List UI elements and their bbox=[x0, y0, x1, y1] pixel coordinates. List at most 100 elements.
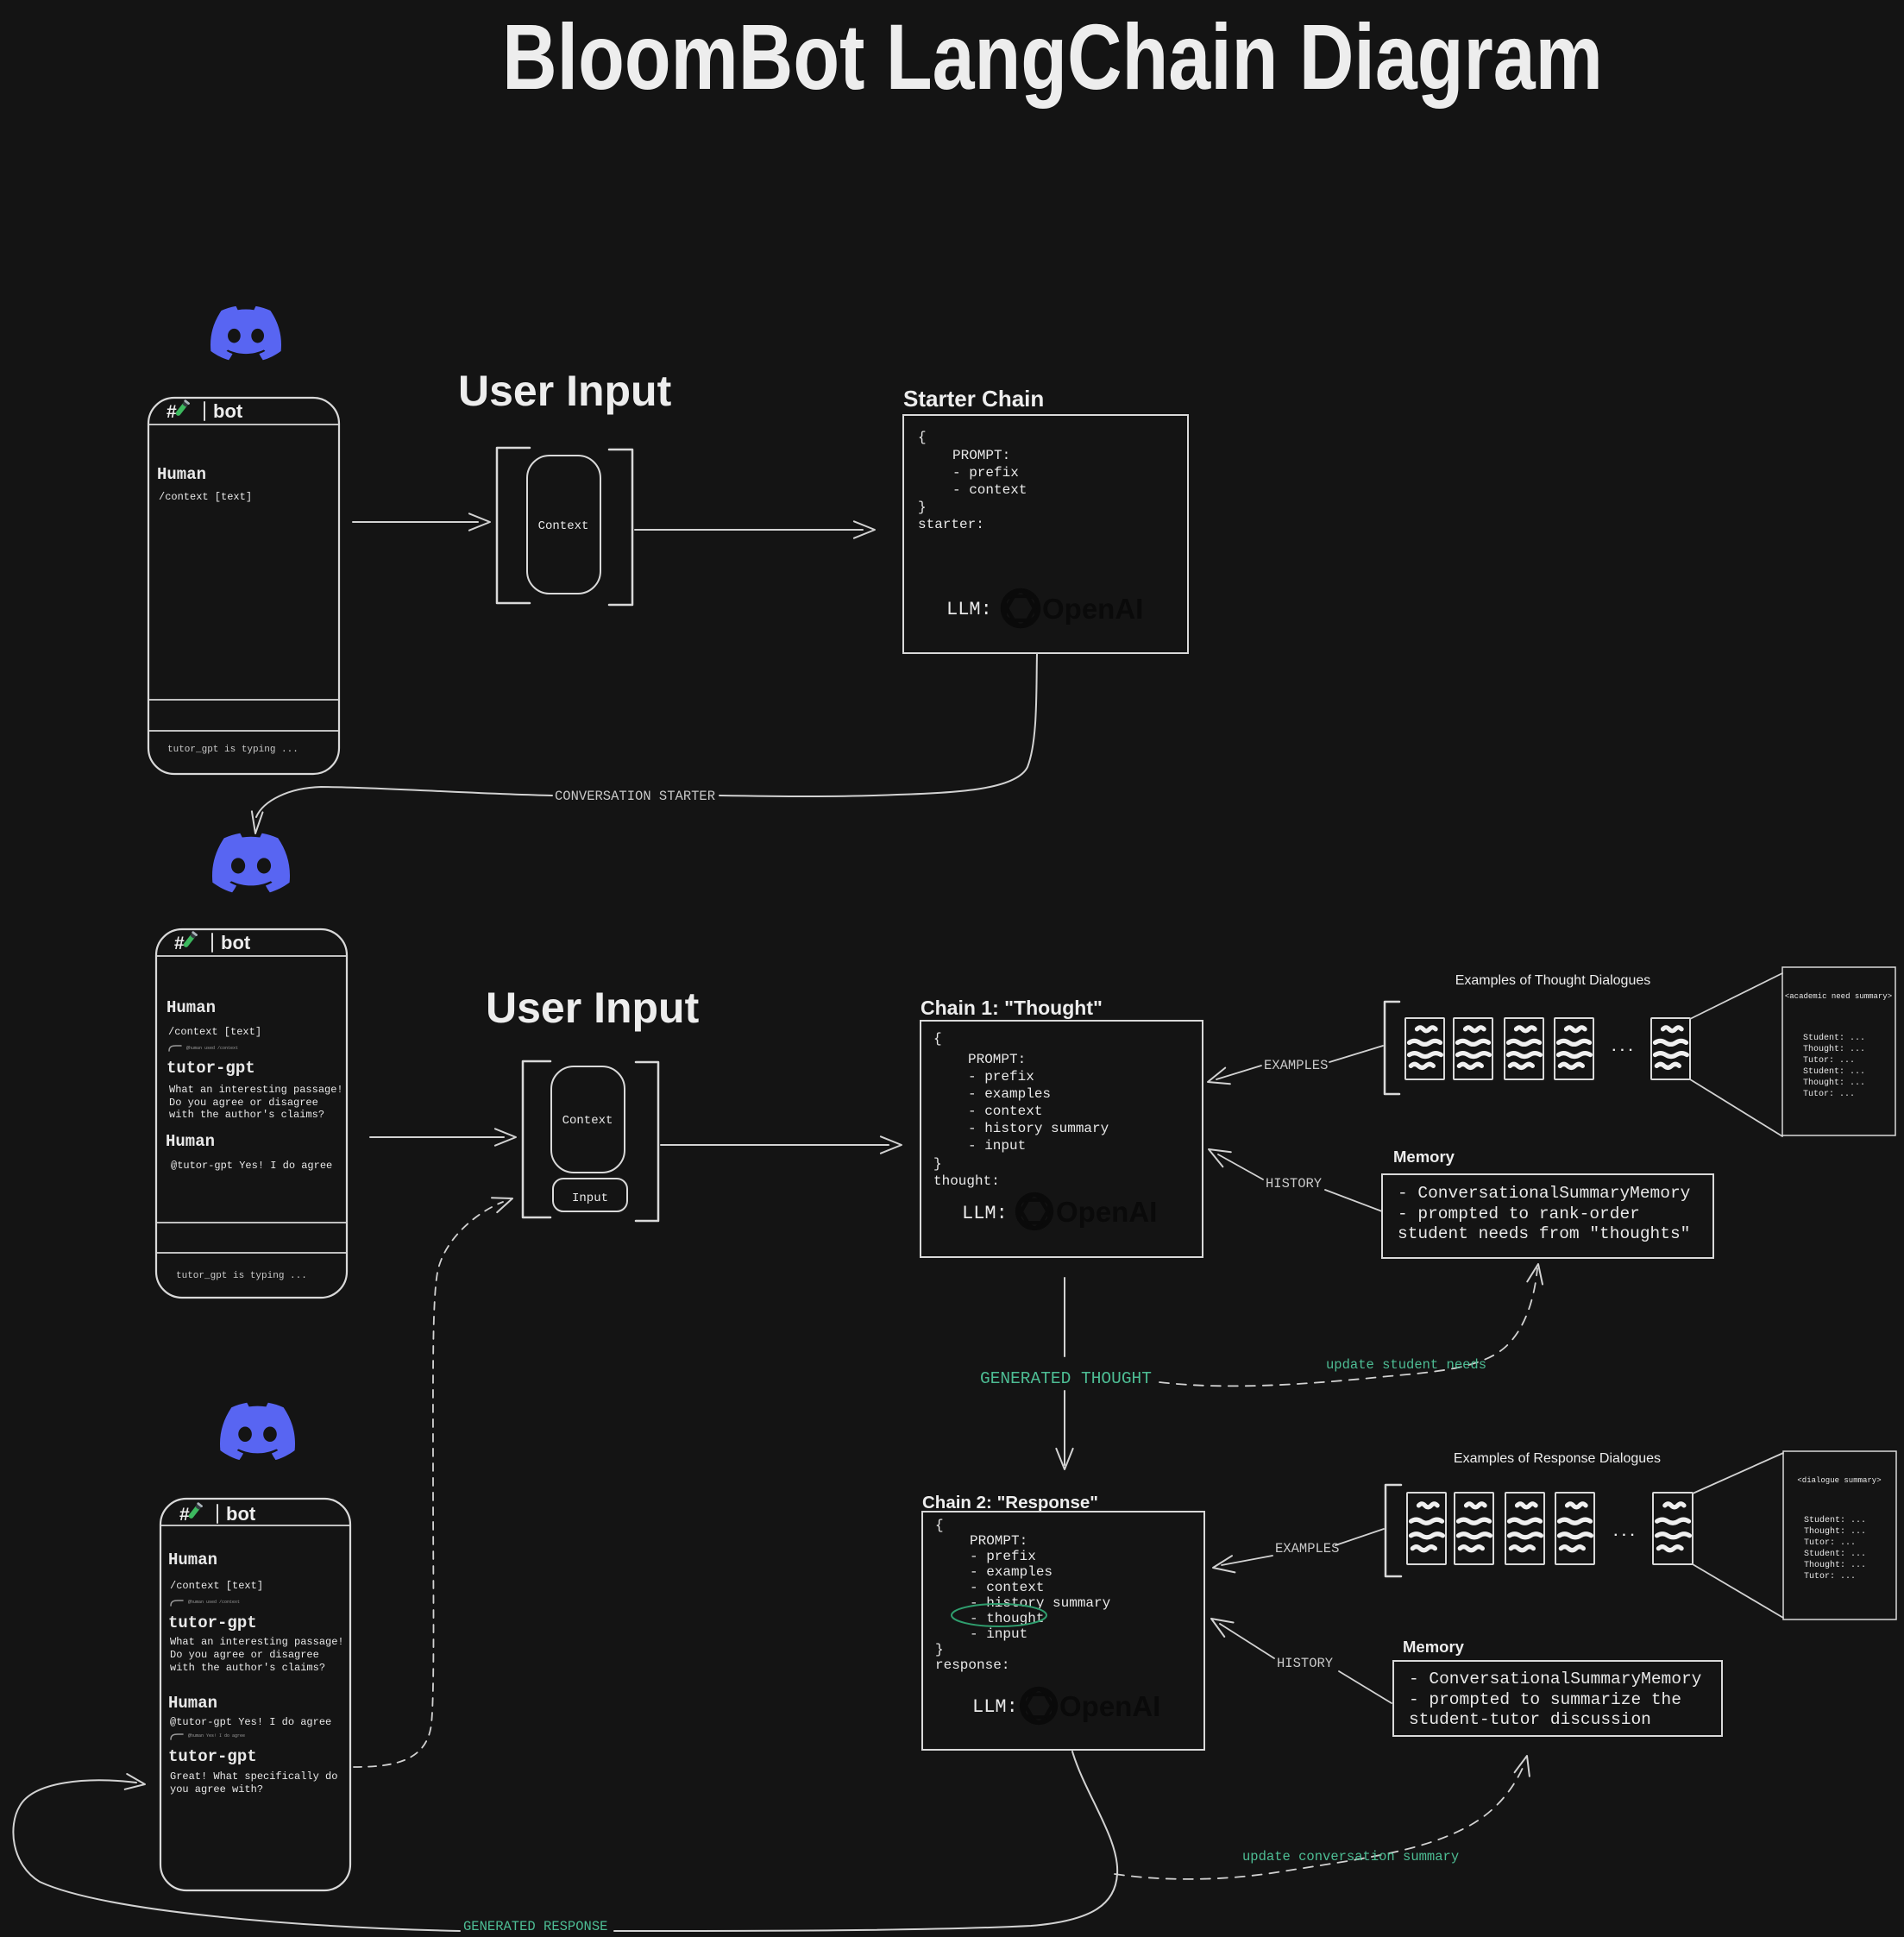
svg-text:Tutor: ...: Tutor: ... bbox=[1803, 1056, 1855, 1066]
svg-text:Chain 1: "Thought": Chain 1: "Thought" bbox=[921, 997, 1103, 1019]
svg-text:Examples of Response Dialogues: Examples of Response Dialogues bbox=[1454, 1451, 1661, 1466]
svg-text:Human: Human bbox=[168, 1694, 217, 1713]
svg-text:- prefix: - prefix bbox=[970, 1549, 1036, 1564]
svg-text:User Input: User Input bbox=[486, 984, 700, 1032]
svg-text:student needs from "thoughts": student needs from "thoughts" bbox=[1398, 1224, 1690, 1243]
svg-text:- thought: - thought bbox=[970, 1611, 1044, 1626]
svg-text:Context: Context bbox=[538, 519, 589, 533]
svg-text:GENERATED RESPONSE: GENERATED RESPONSE bbox=[463, 1919, 607, 1934]
svg-text:/context [text]: /context [text] bbox=[170, 1580, 263, 1592]
svg-text:GENERATED THOUGHT: GENERATED THOUGHT bbox=[980, 1369, 1152, 1388]
svg-text:tutor_gpt is typing ...: tutor_gpt is typing ... bbox=[176, 1271, 307, 1281]
svg-text:- examples: - examples bbox=[970, 1564, 1053, 1580]
svg-text:OpenAI: OpenAI bbox=[1056, 1196, 1157, 1228]
svg-text:}: } bbox=[918, 500, 927, 515]
svg-text:you agree with?: you agree with? bbox=[170, 1783, 263, 1795]
svg-text:#: # bbox=[179, 1505, 190, 1525]
svg-text:- prompted to rank-order: - prompted to rank-order bbox=[1398, 1204, 1640, 1223]
svg-text:bot: bot bbox=[221, 932, 251, 953]
svg-text:Student: ...: Student: ... bbox=[1803, 1066, 1865, 1077]
svg-text:Student: ...: Student: ... bbox=[1804, 1515, 1866, 1525]
svg-text:CONVERSATION STARTER: CONVERSATION STARTER bbox=[555, 789, 715, 804]
svg-text:OpenAI: OpenAI bbox=[1059, 1690, 1160, 1722]
svg-text:Thought: ...: Thought: ... bbox=[1803, 1078, 1865, 1088]
svg-text:- ConversationalSummaryMemory: - ConversationalSummaryMemory bbox=[1398, 1184, 1691, 1203]
svg-text:BloomBot LangChain Diagram: BloomBot LangChain Diagram bbox=[502, 5, 1603, 109]
svg-text:@human used /context: @human used /context bbox=[188, 1600, 240, 1605]
svg-text:EXAMPLES: EXAMPLES bbox=[1264, 1058, 1328, 1073]
svg-text:tutor-gpt: tutor-gpt bbox=[167, 1059, 255, 1078]
svg-text:- history summary: - history summary bbox=[968, 1121, 1109, 1136]
svg-text:{: { bbox=[918, 430, 927, 445]
svg-text:- ConversationalSummaryMemory: - ConversationalSummaryMemory bbox=[1409, 1670, 1702, 1689]
svg-text:LLM:: LLM: bbox=[962, 1203, 1008, 1224]
svg-text:bot: bot bbox=[226, 1503, 256, 1525]
svg-text:Do you agree or disagree: Do you agree or disagree bbox=[169, 1097, 318, 1109]
svg-text:- context: - context bbox=[968, 1104, 1042, 1119]
svg-text:tutor-gpt: tutor-gpt bbox=[168, 1613, 257, 1632]
svg-text:Student: ...: Student: ... bbox=[1804, 1549, 1866, 1559]
svg-text:tutor-gpt: tutor-gpt bbox=[168, 1747, 257, 1766]
svg-text:Do you agree or disagree: Do you agree or disagree bbox=[170, 1649, 319, 1661]
svg-text:Human: Human bbox=[168, 1550, 217, 1569]
svg-text:<dialogue summary>: <dialogue summary> bbox=[1797, 1476, 1881, 1485]
svg-text:starter:: starter: bbox=[918, 517, 984, 532]
svg-text:- examples: - examples bbox=[968, 1086, 1051, 1102]
svg-text:Human: Human bbox=[166, 1132, 215, 1151]
svg-text:Tutor: ...: Tutor: ... bbox=[1804, 1538, 1856, 1548]
svg-text:Tutor: ...: Tutor: ... bbox=[1804, 1572, 1856, 1582]
svg-text:@human used /context: @human used /context bbox=[186, 1046, 238, 1051]
svg-text:What an interesting passage!: What an interesting passage! bbox=[169, 1084, 343, 1096]
svg-text:Great! What specifically do: Great! What specifically do bbox=[170, 1770, 337, 1783]
svg-text:Input: Input bbox=[572, 1192, 608, 1205]
svg-text:with the author's claims?: with the author's claims? bbox=[170, 1662, 325, 1674]
svg-text:HISTORY: HISTORY bbox=[1266, 1176, 1323, 1192]
svg-text:#: # bbox=[174, 934, 185, 953]
svg-text:- context: - context bbox=[952, 482, 1027, 498]
svg-text:Memory: Memory bbox=[1403, 1638, 1465, 1656]
svg-text:}: } bbox=[935, 1642, 944, 1657]
svg-text:HISTORY: HISTORY bbox=[1277, 1656, 1334, 1671]
svg-text:Examples of Thought Dialogues: Examples of Thought Dialogues bbox=[1455, 973, 1651, 988]
svg-text:{: { bbox=[933, 1031, 942, 1047]
svg-text:tutor_gpt is typing ...: tutor_gpt is typing ... bbox=[167, 745, 298, 755]
svg-text:...: ... bbox=[1610, 1040, 1635, 1055]
svg-text:}: } bbox=[933, 1156, 942, 1172]
svg-text:Human: Human bbox=[157, 465, 206, 484]
svg-text:/context [text]: /context [text] bbox=[168, 1026, 261, 1038]
svg-text:{: { bbox=[935, 1518, 944, 1533]
svg-text:User Input: User Input bbox=[458, 367, 672, 415]
svg-text:PROMPT:: PROMPT: bbox=[952, 448, 1010, 463]
svg-text:bot: bot bbox=[213, 400, 243, 422]
svg-text:...: ... bbox=[1612, 1525, 1637, 1540]
svg-text:EXAMPLES: EXAMPLES bbox=[1275, 1541, 1339, 1557]
svg-text:- prompted to summarize the: - prompted to summarize the bbox=[1409, 1690, 1681, 1709]
svg-text:Context: Context bbox=[562, 1114, 613, 1128]
svg-text:Human: Human bbox=[167, 998, 216, 1017]
svg-text:- prefix: - prefix bbox=[952, 465, 1019, 481]
svg-text:PROMPT:: PROMPT: bbox=[970, 1533, 1027, 1549]
svg-text:@tutor-gpt Yes! I do agree: @tutor-gpt Yes! I do agree bbox=[171, 1160, 332, 1172]
svg-text:- history summary: - history summary bbox=[970, 1595, 1111, 1611]
svg-text:<academic need summary>: <academic need summary> bbox=[1785, 992, 1892, 1001]
svg-text:Chain 2: "Response": Chain 2: "Response" bbox=[922, 1493, 1098, 1512]
svg-text:LLM:: LLM: bbox=[946, 599, 992, 620]
svg-text:thought:: thought: bbox=[933, 1173, 1000, 1189]
svg-text:update student needs: update student needs bbox=[1326, 1357, 1486, 1373]
svg-text:- prefix: - prefix bbox=[968, 1069, 1034, 1085]
svg-text:Memory: Memory bbox=[1393, 1148, 1455, 1166]
svg-text:Student: ...: Student: ... bbox=[1803, 1033, 1865, 1043]
svg-text:What an interesting passage!: What an interesting passage! bbox=[170, 1636, 344, 1648]
svg-text:update conversation summary: update conversation summary bbox=[1242, 1849, 1459, 1865]
svg-text:Tutor: ...: Tutor: ... bbox=[1803, 1090, 1855, 1099]
svg-text:@tutor-gpt Yes! I do agree: @tutor-gpt Yes! I do agree bbox=[170, 1716, 331, 1728]
svg-text:Thought: ...: Thought: ... bbox=[1804, 1560, 1866, 1570]
svg-text:Starter Chain: Starter Chain bbox=[903, 386, 1044, 412]
svg-text:- input: - input bbox=[970, 1626, 1027, 1642]
svg-text:PROMPT:: PROMPT: bbox=[968, 1052, 1026, 1067]
svg-text:@human Yes! I do agree: @human Yes! I do agree bbox=[188, 1733, 245, 1739]
svg-text:OpenAI: OpenAI bbox=[1042, 593, 1143, 625]
svg-text:student-tutor discussion: student-tutor discussion bbox=[1409, 1710, 1651, 1729]
svg-text:/context [text]: /context [text] bbox=[159, 491, 252, 503]
svg-text:LLM:: LLM: bbox=[972, 1696, 1018, 1718]
